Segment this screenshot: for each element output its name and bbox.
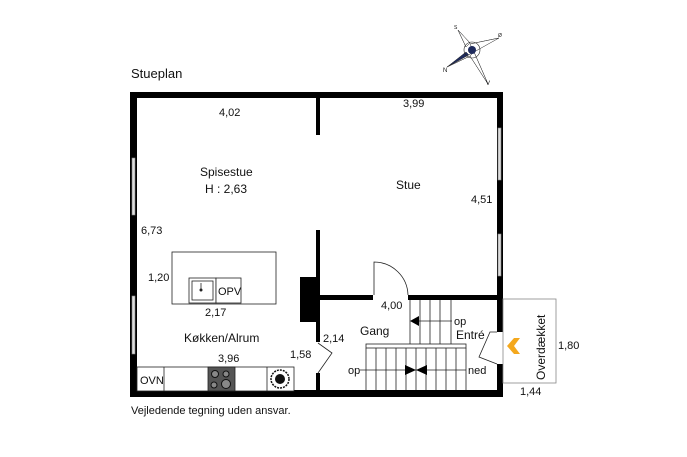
plan-title: Stueplan [131,66,182,81]
overdaekket-area [502,298,557,384]
dishwasher-label: OPV [218,286,242,298]
disclaimer: Vejledende tegning uden ansvar. [131,405,291,417]
stairs-arrow-icon [405,365,416,375]
entry-arrow-icon [507,338,520,354]
oven-label: OVN [140,375,164,387]
window [131,157,136,216]
windows [131,127,502,355]
arrow-up-icon [410,316,419,326]
compass-west: V [486,81,490,87]
compass-rose-icon: N V S Ø [443,25,502,87]
walls [130,92,503,397]
stairs-down: ned [468,365,486,377]
dim-kitchen-door: 1,58 [290,349,311,361]
fan-icon [270,369,290,389]
dishwasher [215,277,242,304]
dim-overdaekket-height: 1,80 [558,340,579,352]
dim-gang-height: 2,14 [323,333,344,345]
dim-overdaekket-width: 1,44 [520,386,541,398]
dim-stue-width: 3,99 [403,98,424,110]
door-stue[interactable] [373,261,409,296]
compass-north: N [443,68,447,74]
chimney [300,277,316,322]
dim-kitchen-counter: 3,96 [218,353,239,365]
dim-gang-width: 4,00 [381,300,402,312]
room-stue: Stue [396,178,421,192]
dim-stue-height: 4,51 [471,194,492,206]
stairs-lower [360,343,467,390]
door-entre[interactable] [478,331,498,365]
dim-spisestue-width: 4,02 [219,107,240,119]
door-kitchen[interactable] [317,342,333,374]
dim-island-width: 2,17 [205,307,226,319]
stairs-up-lower: op [348,365,360,377]
room-gang: Gang [360,324,389,338]
stairs-up-upper: op [454,316,466,328]
dim-island-depth: 1,20 [148,272,169,284]
window [497,127,502,181]
window [131,295,136,355]
dim-left-height: 6,73 [141,225,162,237]
window [497,233,502,277]
room-entre: Entré [456,328,485,342]
compass-south: S [454,25,458,31]
room-spisestue: Spisestue [200,165,253,179]
room-koekken: Køkken/Alrum [184,331,259,345]
stairs-upper [409,300,452,345]
compass-east: Ø [498,33,502,39]
room-overdaekket: Overdækket [534,314,548,380]
room-height: H : 2,63 [205,182,247,196]
